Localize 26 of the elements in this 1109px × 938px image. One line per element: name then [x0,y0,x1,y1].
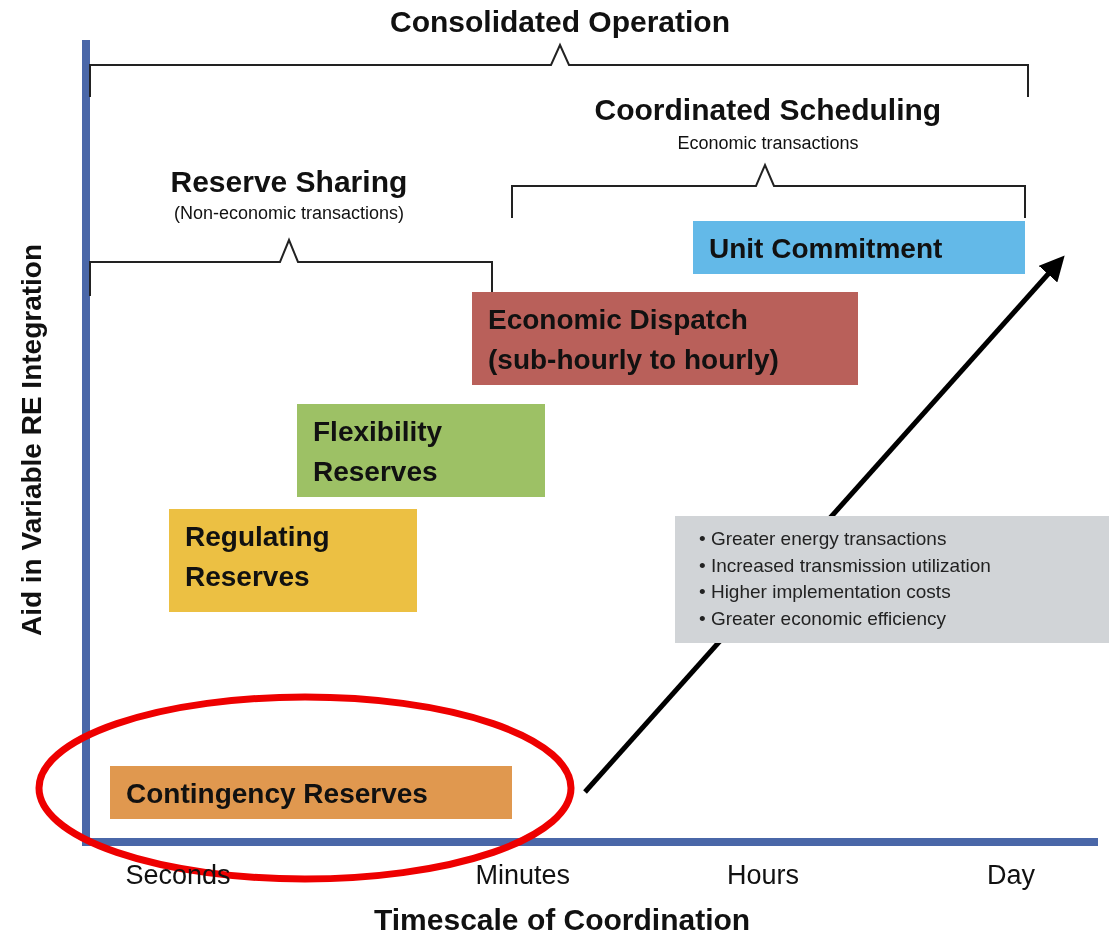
box-label: Unit Commitment [709,232,944,266]
bracket-label: Reserve Sharing [170,165,408,199]
box-label: (sub-hourly to hourly) [488,343,780,377]
tick-label: Day [987,859,1035,891]
bracket-sublabel: (Non-economic transactions) [174,202,405,224]
box-label: Flexibility Reserves [313,415,444,489]
box-label: Contingency Reserves [126,777,429,811]
tick-label: Hours [727,859,800,891]
axis-title: Timescale of Coordination [374,903,751,937]
bracket-label: Coordinated Scheduling [594,93,942,127]
note-box [675,516,1109,643]
category-box [693,221,1025,274]
tick-label: Minutes [475,859,571,891]
bracket-label: Consolidated Operation [390,5,731,39]
bracket-sublabel: Economic transactions [677,132,859,154]
category-box [169,509,417,612]
box-label: Regulating Reserves [185,520,331,594]
category-box [110,766,512,819]
bullet-point-text: • Greater economic efficiency [699,606,948,631]
axis-title: Aid in Variable RE Integration [16,243,49,637]
category-box [297,404,545,497]
bullet-point-text: • Higher implementation costs [699,580,952,604]
box-label: Economic Dispatch [488,303,749,337]
category-box [472,292,858,385]
bullet-point-text: • Increased transmission utilization [699,553,992,578]
bullet-point-text: • Greater energy transactions [699,527,948,551]
